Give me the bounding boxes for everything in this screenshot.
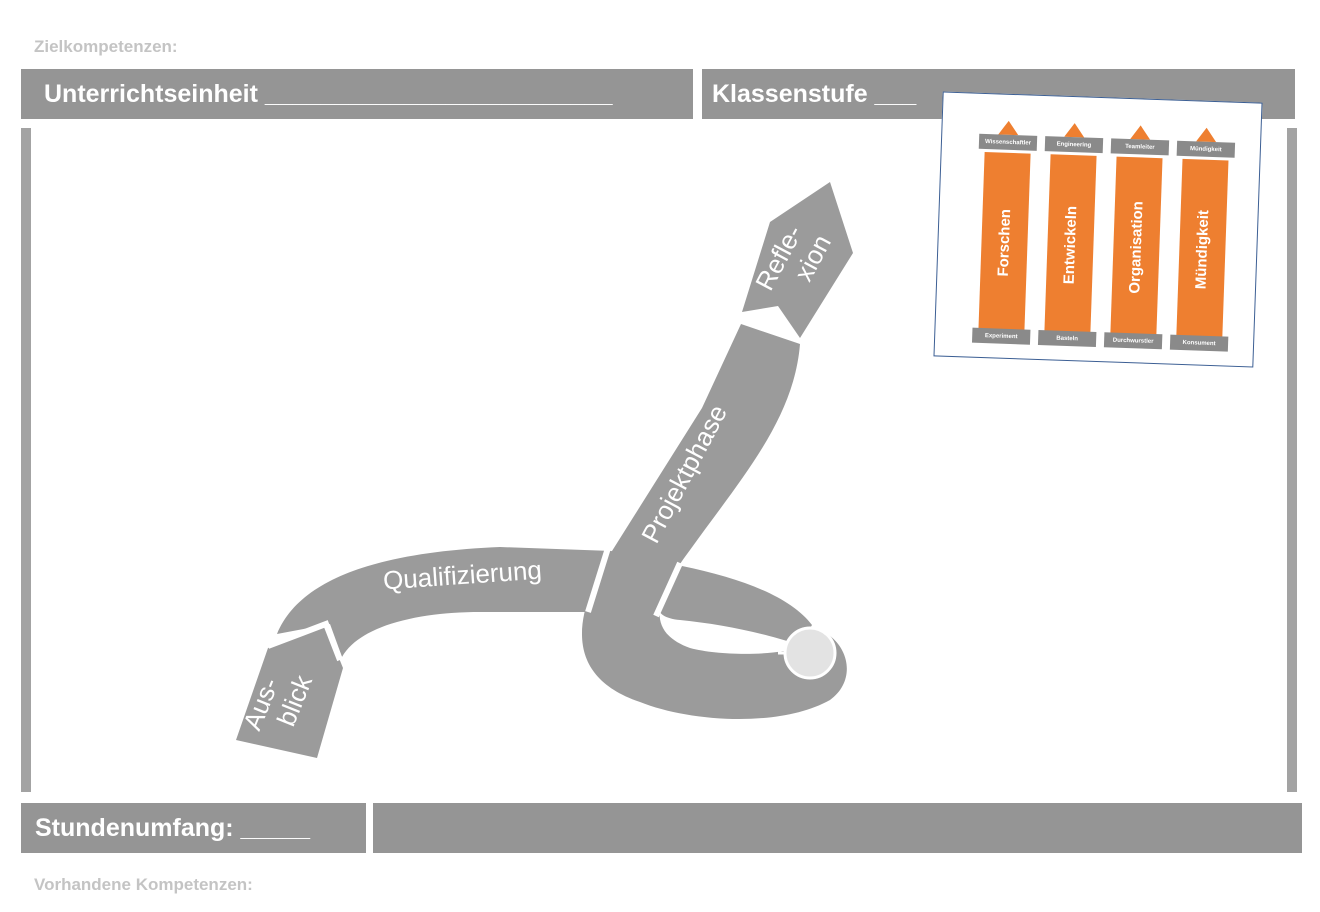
projektphase-segment [581, 324, 847, 720]
stundenumfang-bar: Stundenumfang: _____ [21, 803, 366, 853]
right-border-line [1287, 128, 1297, 792]
footer-right-bar [373, 803, 1302, 853]
pillar-top-tag: Teamleiter [1110, 138, 1170, 156]
pillar-bottom-tag: Durchwurstler [1103, 332, 1163, 350]
separator-line [266, 620, 343, 662]
pillar-name: Mündigkeit [1192, 209, 1213, 290]
pillar-bottom-tag: Konsument [1169, 334, 1229, 352]
pillar-entwickeln: Engineering Entwickeln Basteln [1037, 96, 1104, 358]
arrow-up-icon [1064, 122, 1085, 138]
separator-line [653, 561, 683, 618]
pillar-muendigkeit: Mündigkeit Mündigkeit Konsument [1169, 101, 1236, 363]
pillar-name: Organisation [1126, 200, 1147, 294]
ausblick-segment [236, 626, 343, 758]
pillar-organisation: Teamleiter Organisation Durchwurstler [1103, 99, 1170, 361]
pillar-name: Forschen [994, 208, 1015, 277]
arrow-up-icon [998, 120, 1019, 136]
vorhandene-kompetenzen-label: Vorhandene Kompetenzen: [34, 875, 253, 894]
klassenstufe-text: Klassenstufe ___ [712, 79, 917, 108]
reflexion-segment [742, 182, 853, 338]
pillar-forschen: Wissenschaftler Forschen Experiment [971, 94, 1038, 356]
qualifizierung-segment [277, 547, 612, 657]
stundenumfang-text: Stundenumfang: _____ [35, 813, 311, 842]
left-border-line [21, 128, 31, 792]
loop-segment [658, 566, 812, 645]
arrow-up-icon [1130, 125, 1151, 140]
pillar-name: Entwickeln [1060, 205, 1081, 285]
arrow-up-icon [1196, 127, 1217, 143]
unterrichtseinheit-text: Unterrichtseinheit _____________________… [44, 79, 613, 108]
pillar-top-tag: Wissenschaftler [978, 133, 1038, 151]
separator-line [585, 547, 611, 613]
pillar-top-tag: Engineering [1044, 136, 1104, 154]
pillar-top-tag: Mündigkeit [1176, 140, 1236, 158]
pillar-bottom-tag: Basteln [1037, 329, 1097, 347]
competence-pillars-card: Wissenschaftler Forschen Experiment Engi… [933, 91, 1263, 368]
zielkompetenzen-label: Zielkompetenzen: [34, 37, 178, 56]
unterrichtseinheit-bar: Unterrichtseinheit _____________________… [21, 69, 693, 119]
pillar-bottom-tag: Experiment [971, 327, 1031, 345]
start-circle [783, 626, 837, 680]
